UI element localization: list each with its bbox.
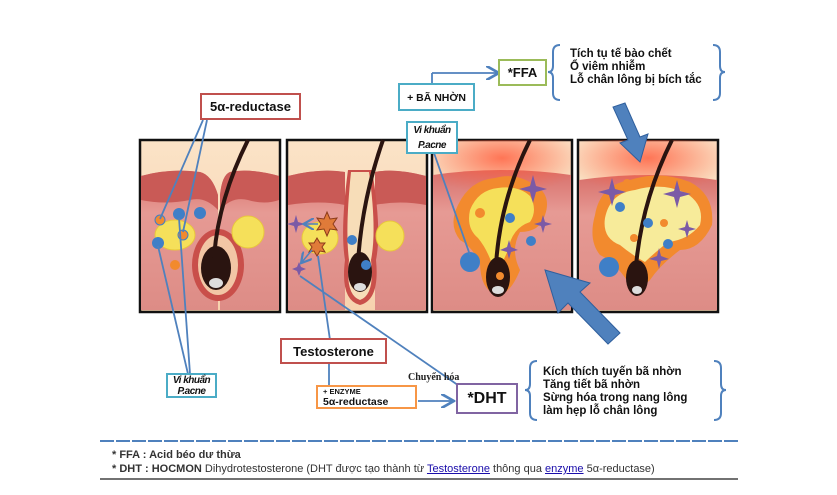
arrow-into-panel-3 [544, 269, 621, 345]
footnote-dht: * DHT : HOCMON Dihydrotestosterone (DHT … [112, 463, 655, 475]
dht-label: *DHT [456, 383, 518, 414]
ffa-brace-right [712, 44, 726, 101]
ffa-brace-left [547, 44, 561, 101]
footnote-dht-prefix: * DHT : HOCMON Dihydrotestosterone (DHT … [112, 463, 427, 475]
reductase-label-top: 5α-reductase [200, 93, 301, 120]
footnote-dht-bold: * DHT : HOCMON [112, 463, 202, 475]
enzyme-label: + ENZYME 5α-reductase [316, 385, 417, 409]
ffa-label: *FFA [498, 59, 547, 86]
ffa-effect-item: Tích tụ tế bào chết [570, 48, 672, 60]
ffa-effect-item: Ổ viêm nhiễm [570, 61, 646, 73]
testosterone-link[interactable]: Testosterone [426, 463, 490, 475]
panel-2-dht-production [285, 138, 429, 314]
testosterone-label: Testosterone [280, 338, 387, 364]
connector-lines [157, 73, 497, 401]
dht-effect-item: Tăng tiết bã nhờn [543, 379, 640, 391]
dht-effect-item: làm hẹp lỗ chân lông [543, 405, 658, 417]
arrow-into-panel-4 [612, 102, 649, 163]
dht-brace-left [524, 360, 538, 421]
conversion-label: Chuyển hóa [408, 372, 460, 383]
bacteria-top-line1: Vi khuẩn [413, 124, 451, 136]
footnote-dht-desc: Dihydrotestosterone (DHT được tạo thành … [201, 463, 427, 475]
bacteria-label-bottom: Vi khuẩn P.acne [166, 373, 217, 398]
enzyme-link[interactable]: enzyme [545, 463, 584, 475]
footnote-dht-middle: thông qua [489, 463, 546, 475]
enzyme-name: 5α-reductase [323, 396, 389, 408]
panel-4-severe-inflammation [576, 138, 720, 314]
dht-effect-item: Kích thích tuyến bã nhờn [543, 366, 682, 378]
dht-brace-right [713, 360, 727, 421]
footnote-ffa: * FFA : Acid béo dư thừa [112, 449, 241, 461]
footnote-ffa-text: * FFA : Acid béo dư thừa [112, 449, 241, 461]
bacteria-top-line2: P.acne [418, 139, 446, 151]
bacteria-bottom-line2: P.acne [177, 385, 206, 397]
sebum-label: + BÃ NHỜN [398, 83, 475, 111]
bacteria-bottom-line1: Vi khuẩn [172, 374, 211, 386]
bacteria-label-top: Vi khuẩn P.acne [406, 121, 458, 154]
dht-effects-list: Kích thích tuyến bã nhờn Tăng tiết bã nh… [543, 366, 687, 418]
panel-3-clogged-follicle [430, 138, 574, 314]
ffa-effect-item: Lỗ chân lông bị bích tắc [570, 74, 702, 86]
panel-1-normal-follicle [138, 138, 282, 314]
dht-effect-item: Sừng hóa trong nang lông [543, 392, 688, 404]
enzyme-prefix: + ENZYME [323, 387, 361, 396]
footnote-dht-suffix: 5α-reductase) [583, 463, 655, 475]
ffa-effects-list: Tích tụ tế bào chết Ổ viêm nhiễm Lỗ chân… [570, 48, 702, 87]
